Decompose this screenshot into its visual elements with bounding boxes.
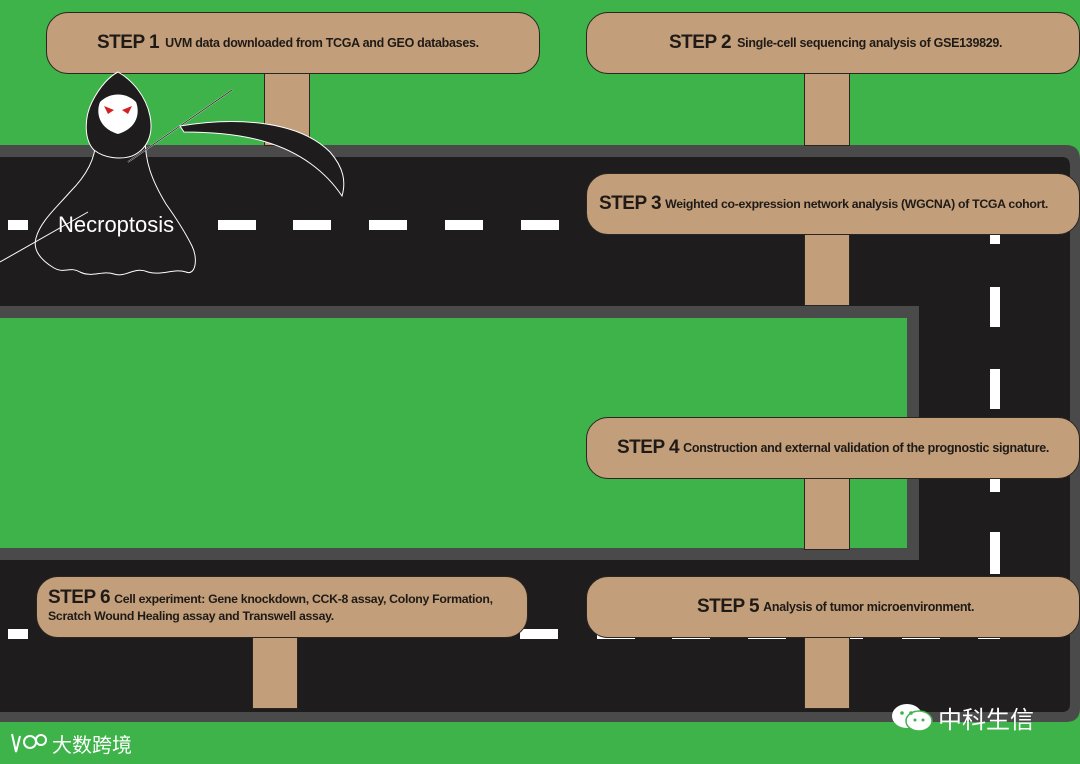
necroptosis-label: Necroptosis xyxy=(58,212,175,237)
reaper-eye-left xyxy=(104,106,114,114)
top-lane-dashes xyxy=(8,220,559,230)
logo-watermark-text: 大数跨境 xyxy=(52,732,132,757)
step2-text: Single-cell sequencing analysis of GSE13… xyxy=(737,36,1003,50)
grim-reaper-icon xyxy=(0,71,345,276)
wechat-watermark-text: 中科生信 xyxy=(938,706,1034,734)
reaper-arm xyxy=(0,211,89,263)
step6-post xyxy=(252,633,298,709)
step5-sign: STEP 5 Analysis of tumor microenvironmen… xyxy=(586,576,1080,638)
step6-text: Cell experiment: Gene knockdown, CCK-8 a… xyxy=(114,592,493,606)
step4-post xyxy=(804,474,850,550)
step2-post xyxy=(804,70,850,146)
step3-text: Weighted co-expression network analysis … xyxy=(665,197,1048,211)
step2-label: STEP 2 xyxy=(669,32,732,53)
step1-text: UVM data downloaded from TCGA and GEO da… xyxy=(165,36,479,50)
wechat-icon xyxy=(892,703,933,732)
step4-text: Construction and external validation of … xyxy=(683,441,1050,455)
step2-sign: STEP 2 Single-cell sequencing analysis o… xyxy=(586,12,1080,74)
step1-label: STEP 1 xyxy=(97,32,160,53)
logo-watermark: 大数跨境 xyxy=(8,728,132,758)
step6-sign: STEP 6 Cell experiment: Gene knockdown, … xyxy=(36,576,528,638)
step3-label: STEP 3 xyxy=(599,193,662,214)
step4-label: STEP 4 xyxy=(617,437,680,458)
logo-icon xyxy=(11,733,47,753)
step5-post xyxy=(804,633,850,709)
right-lane-dashes xyxy=(990,232,1000,574)
step5-text: Analysis of tumor microenvironment. xyxy=(763,600,975,614)
scythe-blade xyxy=(179,121,345,198)
step6-label: STEP 6 xyxy=(48,587,111,608)
step5-label: STEP 5 xyxy=(697,596,760,617)
step1-sign: STEP 1 UVM data downloaded from TCGA and… xyxy=(46,12,540,74)
reaper-cloak xyxy=(34,127,196,276)
step4-sign: STEP 4 Construction and external validat… xyxy=(586,417,1080,479)
reaper-eye-right xyxy=(122,106,132,114)
step6-text-line2: Scratch Wound Healing assay and Transwel… xyxy=(48,609,334,623)
wechat-watermark: 中科生信 xyxy=(890,700,1034,735)
step3-post xyxy=(804,230,850,306)
step3-sign: STEP 3 Weighted co-expression network an… xyxy=(586,173,1080,235)
reaper-face xyxy=(98,94,138,134)
